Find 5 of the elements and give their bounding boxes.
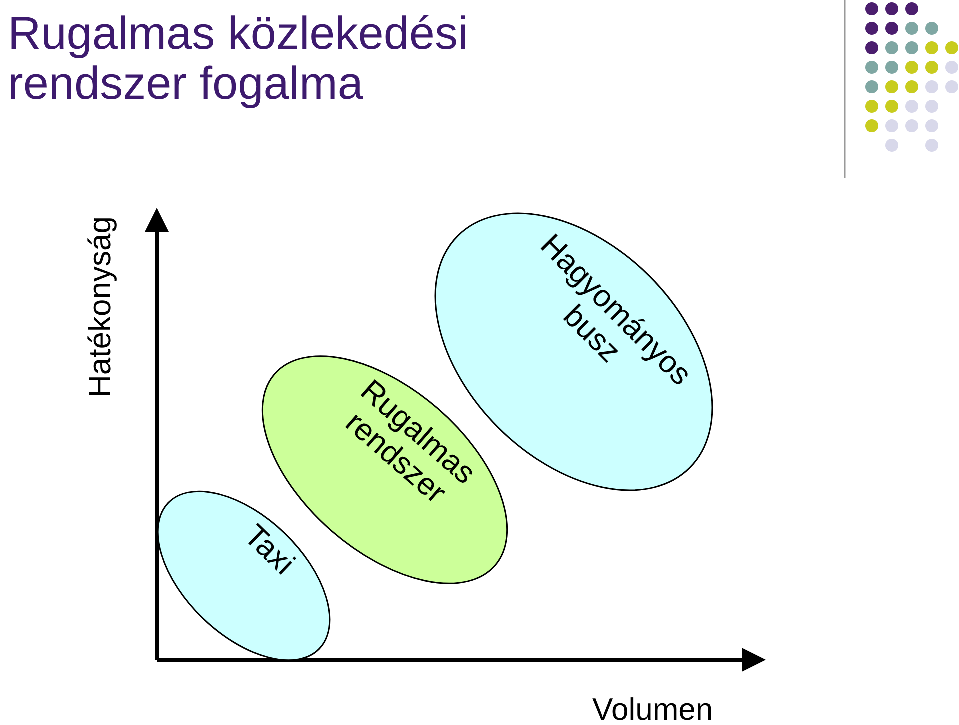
axis-label: Volumen bbox=[592, 692, 714, 725]
axis-label: Hatékonyság bbox=[82, 216, 118, 398]
title: Rugalmas közlekedési rendszer fogalma bbox=[8, 8, 470, 108]
node-label: Taxi bbox=[236, 517, 302, 584]
ellipse-node bbox=[157, 490, 331, 662]
